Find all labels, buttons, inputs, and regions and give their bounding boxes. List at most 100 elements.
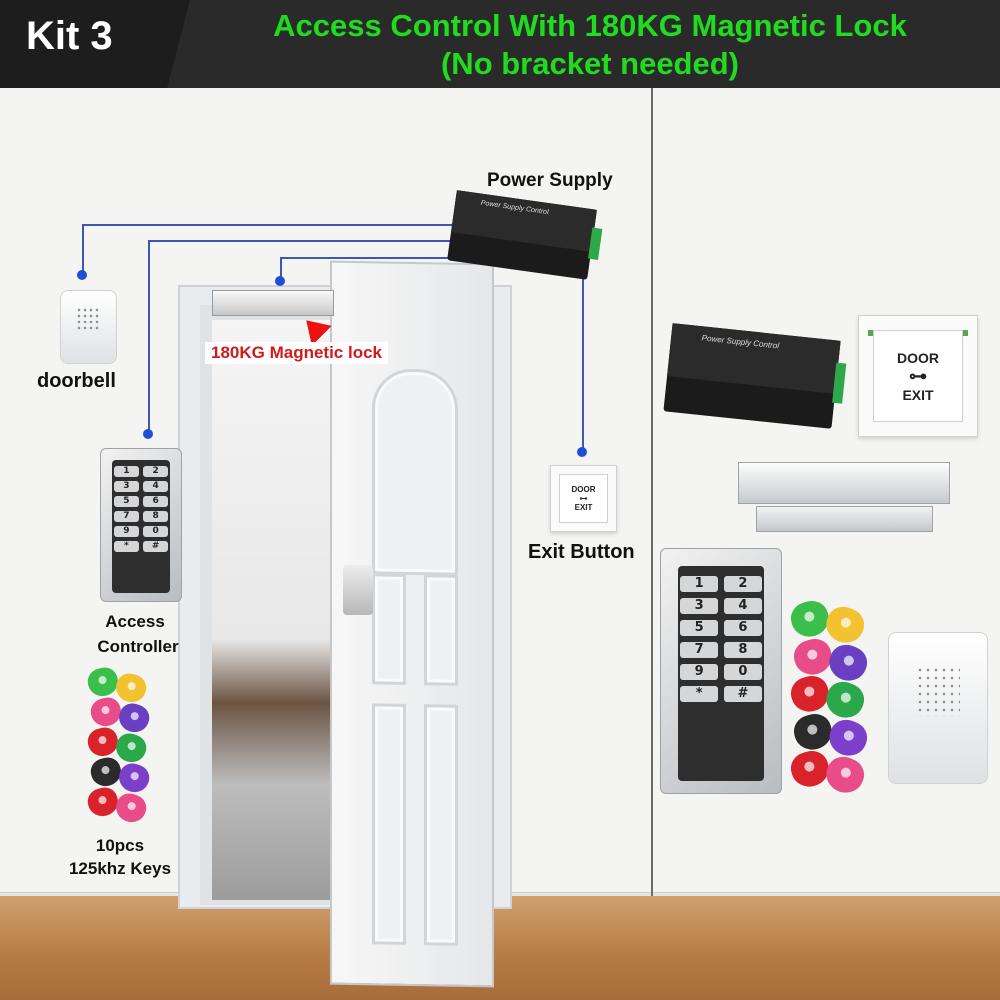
keypad-key: 2 <box>724 575 762 592</box>
exit-door-text: DOOR <box>571 485 596 494</box>
keypad-key: 8 <box>143 510 169 522</box>
rfid-tag <box>115 759 153 797</box>
rfid-tag <box>84 724 122 760</box>
keys-label-1: 10pcs <box>95 836 145 855</box>
wire-doorbell <box>82 224 84 274</box>
keypad-key: 2 <box>143 465 169 477</box>
rfid-tag <box>821 602 869 648</box>
keypad-key: 6 <box>724 619 762 636</box>
wire-doorbell <box>82 224 458 226</box>
room-view <box>212 320 332 900</box>
exit-button-device: DOOR ⊶ EXIT <box>550 465 617 532</box>
door-panel <box>372 573 406 685</box>
wooden-floor <box>0 896 1000 1000</box>
doorbell-product <box>888 632 988 784</box>
speaker-grille <box>76 306 101 332</box>
title-line-2: (No bracket needed) <box>440 46 739 81</box>
wire-node <box>77 270 87 280</box>
keypad-key: * <box>113 540 139 552</box>
rfid-tag <box>787 747 833 791</box>
kit-label: Kit 3 <box>26 14 113 58</box>
rfid-tag <box>87 694 125 730</box>
key-icon: ⊶ <box>909 365 927 386</box>
keypad-key: # <box>724 685 762 702</box>
door-handle <box>343 565 373 615</box>
rfid-keys-right <box>787 597 875 798</box>
rfid-tag <box>790 634 836 679</box>
door-panel <box>424 574 458 686</box>
rfid-tag <box>112 789 150 827</box>
door-leaf <box>330 260 494 988</box>
wire-lock <box>280 257 282 279</box>
wire-node <box>577 447 587 457</box>
keypad-key: 3 <box>113 480 139 492</box>
power-supply-product: Power Supply Control <box>663 323 847 429</box>
keypad-key: # <box>143 540 169 552</box>
rfid-keys-left <box>84 664 158 827</box>
door-panel <box>424 704 458 946</box>
keypad-key: 1 <box>680 575 718 592</box>
keypad-key: 0 <box>724 663 762 680</box>
door-panel <box>372 703 406 945</box>
rfid-tag <box>824 714 872 761</box>
doorbell-device <box>60 290 117 364</box>
magnetic-lock-product <box>738 462 950 532</box>
wire-controller <box>148 240 150 432</box>
keypad-key: 4 <box>143 480 169 492</box>
rfid-tag <box>787 672 833 716</box>
keypad-key: 7 <box>113 510 139 522</box>
access-controller-label-1: Access <box>105 612 165 631</box>
rfid-tag <box>112 729 150 767</box>
wire-exit <box>582 236 584 448</box>
keypad-key: 9 <box>113 525 139 537</box>
keypad-key: 1 <box>113 465 139 477</box>
wire-node <box>143 429 153 439</box>
exit-exit-text: EXIT <box>574 503 593 512</box>
rfid-tag <box>112 669 150 707</box>
keys-label-2: 125khz Keys <box>68 859 172 878</box>
rfid-tag <box>821 752 869 798</box>
keypad-key: 7 <box>680 641 718 658</box>
lock-body <box>738 462 950 504</box>
exit-exit-text: EXIT <box>902 386 934 403</box>
key-icon: ⊶ <box>579 494 588 503</box>
kit-badge <box>0 0 190 88</box>
magnetic-lock-mounted <box>212 290 334 316</box>
rfid-tag <box>84 664 122 700</box>
doorbell-label: doorbell <box>37 370 116 392</box>
wire-node <box>275 276 285 286</box>
header-bar: Kit 3 Access Control With 180KG Magnetic… <box>0 0 1000 88</box>
rfid-tag <box>790 709 836 754</box>
door-panel-arch <box>372 368 458 576</box>
exit-door-text: DOOR <box>897 349 939 366</box>
title-line-1: Access Control With 180KG Magnetic Lock <box>273 8 907 43</box>
exit-button-face: DOOR ⊶ EXIT <box>873 330 963 422</box>
keypad-key: 6 <box>143 495 169 507</box>
wire-controller <box>148 240 463 242</box>
keypad-key: 5 <box>680 619 718 636</box>
section-divider <box>651 88 653 896</box>
access-controller-label-2: Controller <box>97 637 179 656</box>
rfid-tag <box>821 677 869 723</box>
exit-button-label: Exit Button <box>528 541 635 563</box>
keypad-key: 0 <box>143 525 169 537</box>
power-supply-label: Power Supply <box>487 170 613 191</box>
keypad-key: 5 <box>113 495 139 507</box>
speaker-grille <box>916 666 960 717</box>
keypad-key: 8 <box>724 641 762 658</box>
exit-button-face: DOOR ⊶ EXIT <box>558 473 609 524</box>
keypad-key: 3 <box>680 597 718 614</box>
keypad-key: 4 <box>724 597 762 614</box>
wire-lock <box>280 257 470 259</box>
lock-armature-plate <box>756 506 933 532</box>
exit-button-product: DOOR ⊶ EXIT <box>858 315 978 437</box>
rfid-tag <box>84 784 122 820</box>
keypad-key: 9 <box>680 663 718 680</box>
keypad-key: * <box>680 685 718 702</box>
magnetic-lock-label: 180KG Magnetic lock <box>205 342 389 364</box>
rfid-tag <box>115 699 153 737</box>
